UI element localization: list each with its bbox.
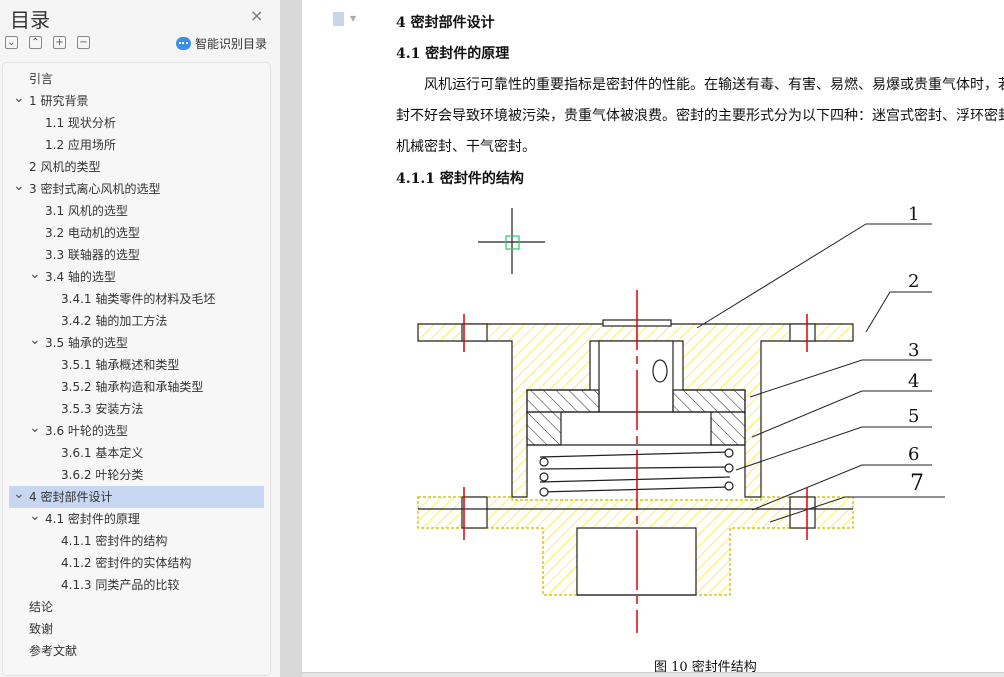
paragraph-line: 机械密封、干气密封。: [396, 139, 536, 155]
figure-label-7: 7: [910, 471, 924, 496]
toc-item-label: 4.1.1 密封件的结构: [61, 534, 168, 548]
seal-structure-figure: 1 2 3 4 5 6 7: [417, 204, 945, 633]
toc-item-label: 3.4.1 轴类零件的材料及毛坯: [61, 292, 216, 306]
figure-label-2: 2: [908, 271, 919, 292]
toc-sidebar: 目录 × ⌄ ⌃ + − 智能识别目录 引言 ⌄ 1 研究背景 1.1 现状分析 1.2…: [0, 0, 280, 677]
toc-item[interactable]: 4.1.1 密封件的结构: [9, 530, 264, 552]
toc-item[interactable]: ⌄ 3 密封式离心风机的选型: [9, 178, 264, 200]
add-heading-button[interactable]: +: [53, 36, 66, 49]
toc-item[interactable]: 结论: [9, 596, 264, 618]
toc-item[interactable]: ⌄ 3.6 叶轮的选型: [9, 420, 264, 442]
toc-item[interactable]: 2 风机的类型: [9, 156, 264, 178]
toc-item[interactable]: 3.4.2 轴的加工方法: [9, 310, 264, 332]
toc-item[interactable]: 3.1 风机的选型: [9, 200, 264, 222]
toc-item[interactable]: 3.5.2 轴承构造和承轴类型: [9, 376, 264, 398]
toc-item-label: 4.1.2 密封件的实体结构: [61, 556, 192, 570]
chevron-down-icon[interactable]: ⌄: [13, 90, 25, 106]
paragraph-line: 封不好会导致环境被污染，贵重气体被浪费。密封的主要形式分为以下四种：迷宫式密封、…: [396, 108, 1004, 124]
toc-item-label: 4.1.3 同类产品的比较: [61, 578, 180, 592]
toc-item[interactable]: 参考文献: [9, 640, 264, 662]
heading-4-1-1: 4.1.1 密封件的结构: [396, 171, 524, 187]
toc-item-label: 引言: [29, 72, 54, 86]
document-page: ▼ 4 密封部件设计 4.1 密封件的原理 风机运行可靠性的重要指标是密封件的性…: [302, 0, 1004, 677]
toc-item[interactable]: 3.5.1 轴承概述和类型: [9, 354, 264, 376]
smart-toc-button[interactable]: 智能识别目录: [176, 35, 267, 52]
toc-item[interactable]: ⌄ 1 研究背景: [9, 90, 264, 112]
toc-item-label: 3.5 轴承的选型: [45, 336, 128, 350]
chevron-down-icon[interactable]: ⌄: [13, 486, 25, 502]
horizontal-scrollbar[interactable]: [302, 672, 1004, 677]
toc-item[interactable]: ⌄ 3.5 轴承的选型: [9, 332, 264, 354]
heading-4-1: 4.1 密封件的原理: [396, 46, 510, 62]
toc-item-label: 3.5.3 安装方法: [61, 402, 144, 416]
toc-item-label: 3.4 轴的选型: [45, 270, 116, 284]
toc-item-label: 3.6.2 叶轮分类: [61, 468, 144, 482]
toc-item[interactable]: ⌄ 4 密封部件设计: [9, 486, 264, 508]
close-icon[interactable]: ×: [250, 6, 264, 25]
toc-item[interactable]: 4.1.3 同类产品的比较: [9, 574, 264, 596]
chevron-down-icon[interactable]: ⌄: [13, 178, 25, 194]
figure-label-5: 5: [908, 406, 919, 427]
toc-item[interactable]: 引言: [9, 68, 264, 90]
toc-item-label: 结论: [29, 600, 54, 614]
toc-item-label: 3.2 电动机的选型: [45, 226, 140, 240]
toc-item[interactable]: 3.6.1 基本定义: [9, 442, 264, 464]
toc-item[interactable]: 3.2 电动机的选型: [9, 222, 264, 244]
toc-item-label: 3.5.2 轴承构造和承轴类型: [61, 380, 204, 394]
toc-item-label: 3.5.1 轴承概述和类型: [61, 358, 180, 372]
toc-item-label: 致谢: [29, 622, 54, 636]
toc-title: 目录: [10, 8, 50, 32]
remove-heading-button[interactable]: −: [77, 36, 90, 49]
panel-splitter[interactable]: [280, 0, 302, 677]
toc-item[interactable]: 1.1 现状分析: [9, 112, 264, 134]
toc-item-label: 1 研究背景: [29, 94, 89, 108]
heading-4: 4 密封部件设计: [396, 15, 495, 31]
toc-item-label: 3.1 风机的选型: [45, 204, 128, 218]
toc-item-label: 4 密封部件设计: [29, 490, 113, 504]
toc-item-label: 3.3 联轴器的选型: [45, 248, 140, 262]
collapse-all-button[interactable]: ⌃: [29, 36, 42, 49]
toc-item-label: 3 密封式离心风机的选型: [29, 182, 161, 196]
figure-label-1: 1: [908, 204, 919, 225]
smart-toc-label: 智能识别目录: [195, 37, 268, 51]
toc-item[interactable]: 致谢: [9, 618, 264, 640]
toc-item-label: 1.1 现状分析: [45, 116, 116, 130]
toc-item-label: 3.6.1 基本定义: [61, 446, 144, 460]
toc-item[interactable]: 3.4.1 轴类零件的材料及毛坯: [9, 288, 264, 310]
ai-icon: [176, 37, 191, 50]
toc-item-label: 3.6 叶轮的选型: [45, 424, 128, 438]
toc-item[interactable]: ⌄ 3.4 轴的选型: [9, 266, 264, 288]
toc-item[interactable]: 1.2 应用场所: [9, 134, 264, 156]
toc-item[interactable]: 4.1.2 密封件的实体结构: [9, 552, 264, 574]
toc-item-label: 参考文献: [29, 644, 78, 658]
figure-label-4: 4: [908, 371, 919, 392]
figure-caption: 图 10 密封件结构: [654, 660, 757, 675]
figure-label-3: 3: [908, 340, 919, 361]
toc-item[interactable]: ⌄ 4.1 密封件的原理: [9, 508, 264, 530]
chevron-down-icon[interactable]: ⌄: [29, 508, 41, 524]
toc-list: 引言 ⌄ 1 研究背景 1.1 现状分析 1.2 应用场所 2 风机的类型 ⌄ 3 密封式离心…: [2, 62, 271, 676]
toc-item-label: 4.1 密封件的原理: [45, 512, 140, 526]
chevron-down-icon[interactable]: ▼: [350, 14, 357, 23]
toc-item[interactable]: 3.6.2 叶轮分类: [9, 464, 264, 486]
toc-item[interactable]: 3.5.3 安装方法: [9, 398, 264, 420]
toc-item-label: 2 风机的类型: [29, 160, 101, 174]
toc-item-label: 1.2 应用场所: [45, 138, 116, 152]
chevron-down-icon[interactable]: ⌄: [29, 420, 41, 436]
chevron-down-icon[interactable]: ⌄: [29, 332, 41, 348]
paragraph-line: 风机运行可靠性的重要指标是密封件的性能。在输送有毒、有害、易燃、易爆或贵重气体时…: [396, 77, 1004, 93]
figure-label-6: 6: [908, 444, 919, 465]
expand-all-button[interactable]: ⌄: [5, 36, 18, 49]
chevron-down-icon[interactable]: ⌄: [29, 266, 41, 282]
toc-item[interactable]: 3.3 联轴器的选型: [9, 244, 264, 266]
toc-item-label: 3.4.2 轴的加工方法: [61, 314, 168, 328]
document-icon[interactable]: [333, 12, 344, 26]
